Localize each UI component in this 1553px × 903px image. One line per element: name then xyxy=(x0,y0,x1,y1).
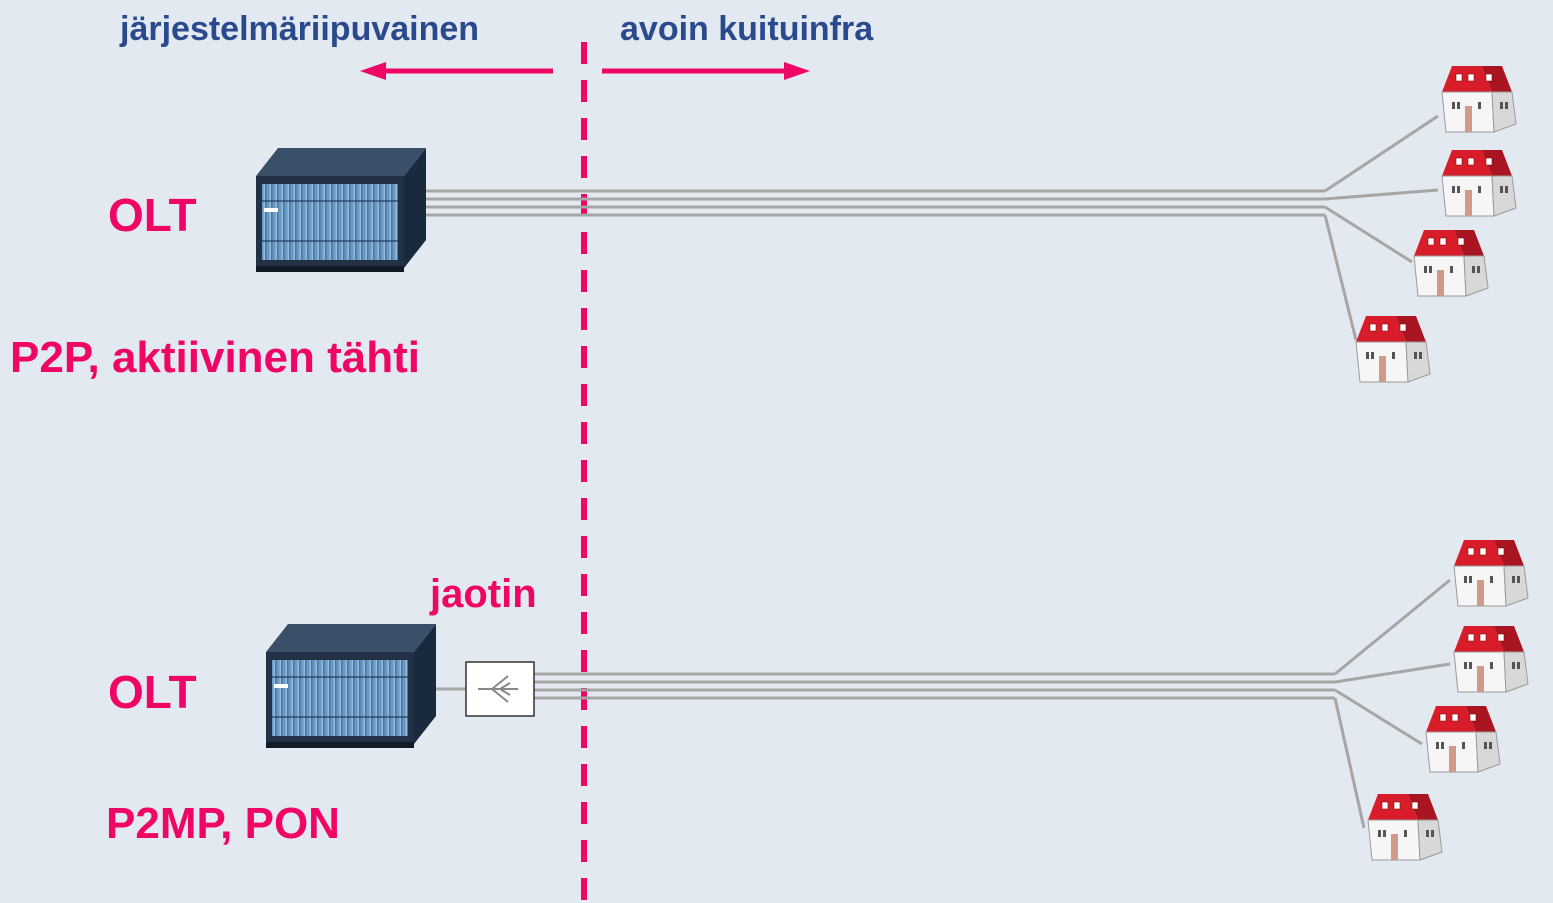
label-open-fiber-infra: avoin kuituinfra xyxy=(620,10,874,48)
label-olt-top: OLT xyxy=(108,189,197,241)
arrow-right-icon xyxy=(602,62,810,80)
fiber-bundle-top xyxy=(418,114,1439,341)
house-icon xyxy=(1367,793,1443,861)
fiber-bundle-bottom xyxy=(430,578,1451,829)
label-topology-bottom: P2MP, PON xyxy=(106,799,340,848)
house-icon xyxy=(1441,65,1517,133)
splitter-icon xyxy=(465,661,535,717)
house-icon xyxy=(1425,705,1501,773)
house-icon xyxy=(1441,149,1517,217)
label-system-dependent: järjestelmäriipuvainen xyxy=(120,10,480,48)
olt-device-icon xyxy=(256,148,426,272)
olt-device-icon xyxy=(266,624,436,748)
house-icon xyxy=(1453,625,1529,693)
label-splitter: jaotin xyxy=(430,572,537,616)
house-icon xyxy=(1453,539,1529,607)
label-olt-bottom: OLT xyxy=(108,666,197,718)
arrow-left-icon xyxy=(360,62,553,80)
house-icon xyxy=(1413,229,1489,297)
label-topology-top: P2P, aktiivinen tähti xyxy=(10,333,421,382)
house-icon xyxy=(1355,315,1431,383)
